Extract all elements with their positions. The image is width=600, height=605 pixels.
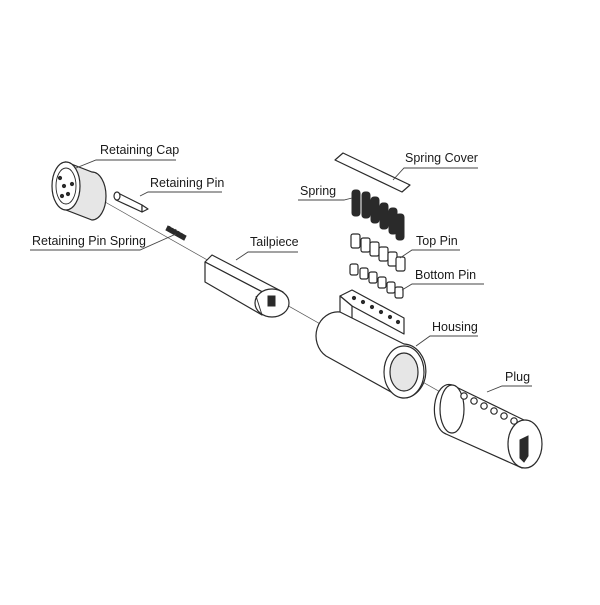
leader-tailpiece: [235, 251, 298, 261]
tailpiece: [204, 254, 290, 318]
label-housing: Housing: [432, 320, 478, 334]
leader-retaining-cap: [75, 159, 176, 169]
label-top-pin: Top Pin: [416, 234, 458, 248]
spring-1: [351, 189, 361, 217]
label-retaining-pin-spring: Retaining Pin Spring: [32, 234, 146, 248]
label-retaining-pin: Retaining Pin: [150, 176, 224, 190]
label-spring-cover: Spring Cover: [405, 151, 478, 165]
spring-3: [370, 196, 380, 224]
label-spring: Spring: [300, 184, 336, 198]
leader-housing: [415, 335, 478, 347]
bottom-pins: [349, 263, 404, 299]
housing: [315, 289, 427, 399]
label-tailpiece: Tailpiece: [250, 235, 299, 249]
retaining-cap: [51, 161, 107, 221]
retaining-pin-spring: [165, 225, 187, 241]
springs: [351, 189, 405, 241]
label-bottom-pin: Bottom Pin: [415, 268, 476, 282]
leader-bottom-pin: [401, 283, 484, 291]
spring-cover: [334, 152, 411, 193]
retaining-pin: [113, 191, 149, 213]
leader-plug: [486, 385, 532, 393]
leader-top-pin: [399, 249, 460, 259]
label-plug: Plug: [505, 370, 530, 384]
leader-retaining-pin-spring: [30, 233, 177, 251]
spring-4: [379, 202, 389, 230]
spring-2: [361, 191, 371, 219]
label-retaining-cap: Retaining Cap: [100, 143, 179, 157]
plug: [433, 383, 543, 469]
spring-6: [395, 213, 405, 241]
labels: Retaining Cap Retaining Pin Retaining Pi…: [32, 143, 530, 384]
leader-spring-cover: [392, 167, 478, 181]
top-pins: [350, 233, 406, 272]
leader-lines: [30, 159, 532, 393]
leader-spring: [298, 197, 353, 201]
leader-retaining-pin: [139, 191, 222, 197]
